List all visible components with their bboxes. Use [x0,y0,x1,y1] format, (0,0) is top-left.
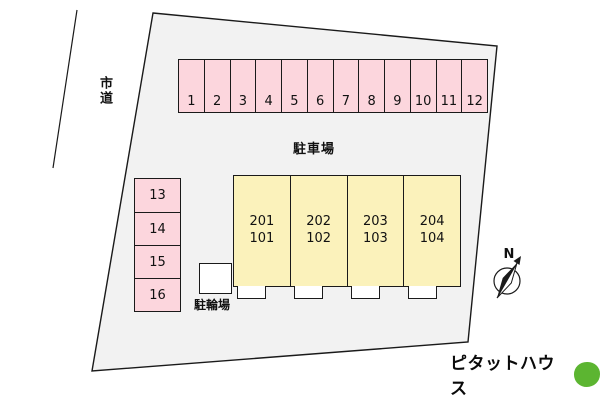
parking-stall-4: 4 [255,60,281,112]
unit-lower-label: 102 [306,231,332,246]
entrance-porch-3 [351,286,380,299]
parking-stall-2: 2 [203,60,230,112]
building-unit-2: 202 102 [289,176,347,286]
logo-green-mark [573,361,600,387]
parking-stall-11: 11 [435,60,462,112]
compass-arrowhead [513,256,521,265]
parking-stall-15: 15 [135,245,180,278]
bicycle-parking-box [199,263,232,294]
unit-lower-label: 104 [419,231,445,246]
parking-stall-1: 1 [187,94,196,109]
bicycle-parking-label: 駐輪場 [194,298,231,312]
parking-stall-6: 6 [306,60,333,112]
parking-stall-5: 5 [281,60,307,112]
entrance-porch-4 [408,286,437,299]
parking-stall-13: 13 [149,188,166,203]
building-unit-1: 201 101 [234,176,290,286]
parking-column-side: 13 14 15 16 [134,178,181,312]
parking-stall-12: 12 [461,60,487,112]
logo-text: ピタットハウス [450,354,555,399]
entrance-porch-2 [294,286,323,299]
road-edge-line [52,9,78,169]
compass-needle-dark [497,263,517,298]
building: 201 101 202 102 203 103 204 104 [233,175,461,287]
parking-stall-3: 3 [229,60,256,112]
unit-upper-label: 203 [362,214,388,230]
parking-stall-7: 7 [332,60,359,112]
parking-stall-8: 8 [358,60,384,112]
parking-stall-10: 10 [409,60,436,112]
parking-stall-16: 16 [135,278,180,311]
unit-upper-label: 201 [249,214,275,230]
road-label: 市道 [97,76,112,106]
entrance-porch-1 [237,286,266,299]
building-unit-4: 204 104 [403,176,460,286]
unit-upper-label: 202 [306,214,332,230]
unit-upper-label: 204 [419,214,445,230]
parking-stall-9: 9 [384,60,410,112]
parking-area-label: 駐車場 [293,142,336,157]
logo: ピタットハウス [450,349,600,399]
unit-lower-label: 103 [362,231,388,246]
parking-row-top: 1 2 3 4 5 6 7 8 9 10 11 12 [178,59,488,113]
unit-lower-label: 101 [249,231,275,246]
compass: N [493,247,521,299]
compass-north-label: N [504,247,515,262]
parking-stall-14: 14 [135,212,180,245]
building-unit-3: 203 103 [346,176,404,286]
